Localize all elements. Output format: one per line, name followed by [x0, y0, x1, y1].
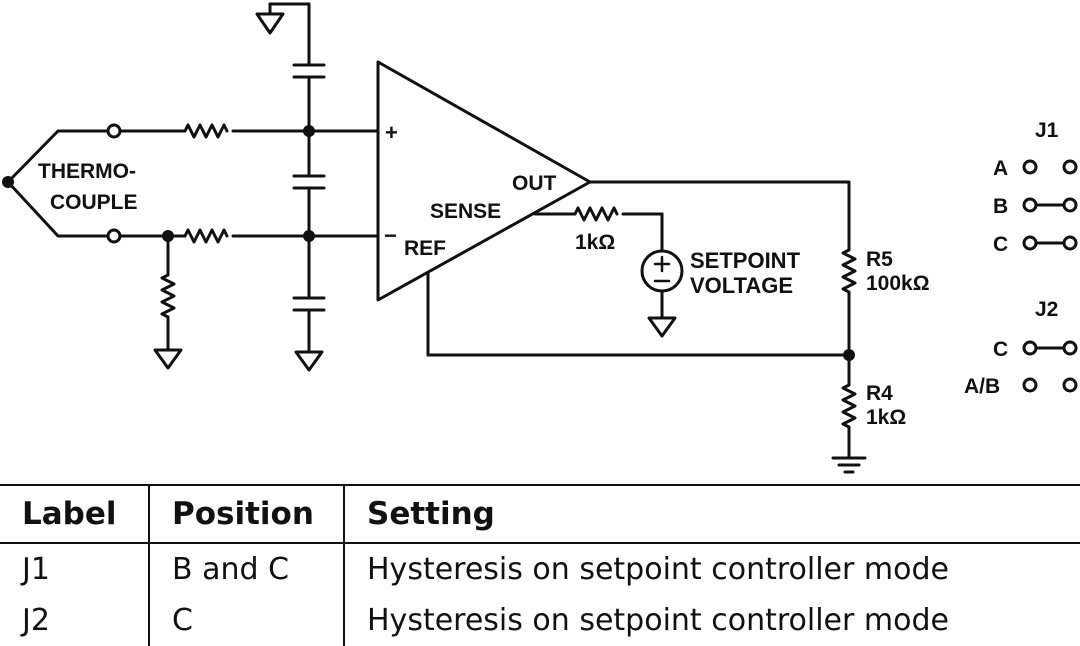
j2-ab-label: A/B	[964, 375, 1000, 398]
ground-top	[255, 12, 285, 35]
table-header-row: Label Position Setting	[0, 484, 1080, 544]
cell-setting: Hysteresis on setpoint controller mode	[343, 543, 1080, 595]
cell-setting: Hysteresis on setpoint controller mode	[343, 595, 1080, 646]
table-row: J1 B and C Hysteresis on setpoint contro…	[0, 543, 1080, 595]
sense-pin-label: SENSE	[430, 200, 501, 223]
bias-resistor	[160, 273, 176, 319]
input-terminal-top	[106, 123, 122, 139]
j1-pin	[1062, 159, 1078, 175]
cell-label: J2	[22, 603, 50, 638]
sense-resistor-value: 1kΩ	[575, 231, 615, 254]
voltage-label: VOLTAGE	[690, 273, 793, 298]
amplifier-triangle	[376, 60, 592, 302]
circuit-schematic: THERMO- COUPLE + − OUT SENSE REF 1kΩ SET…	[2, 2, 1078, 474]
j1-c-label: C	[993, 233, 1008, 256]
out-pin-label: OUT	[512, 172, 557, 195]
j1-b-label: B	[993, 195, 1008, 218]
j2-pin	[1022, 340, 1038, 356]
header-setting: Setting	[343, 484, 1080, 544]
junction-dot	[303, 125, 315, 137]
setpoint-label: SETPOINT	[690, 248, 801, 273]
table-row: J2 C Hysteresis on setpoint controller m…	[0, 595, 1080, 646]
r5-resistor	[841, 248, 857, 294]
j2-pin	[1062, 377, 1078, 393]
r4-resistor	[841, 383, 857, 429]
cell-position: C	[148, 595, 344, 646]
j1-a-label: A	[993, 157, 1008, 180]
r5-value: 100kΩ	[866, 272, 930, 295]
plus-pin-label: +	[385, 120, 398, 145]
r4-name: R4	[866, 382, 893, 405]
j1-pin	[1022, 235, 1038, 251]
ground-bias	[153, 348, 183, 370]
thermocouple-label-1: THERMO-	[38, 160, 136, 183]
cell-position: B and C	[148, 543, 344, 595]
j1-pin	[1022, 197, 1038, 213]
cell-label: J1	[22, 552, 50, 587]
sense-resistor	[573, 206, 619, 222]
thermocouple-symbol	[6, 129, 109, 238]
header-position: Position	[148, 484, 344, 544]
r4-value: 1kΩ	[866, 406, 906, 429]
j2-title: J2	[1035, 298, 1058, 321]
junction-dot	[2, 176, 14, 188]
j2-pin	[1062, 340, 1078, 356]
junction-dot	[303, 230, 315, 242]
r5-name: R5	[866, 248, 893, 271]
j1-pin	[1062, 197, 1078, 213]
ref-pin-label: REF	[404, 237, 446, 260]
jumper-settings-table: Label Position Setting J1 B and C Hyster…	[0, 484, 1080, 646]
header-label: Label	[0, 484, 149, 544]
minus-pin-label: −	[384, 223, 397, 248]
input-terminal-bottom	[106, 228, 122, 244]
j2-pin	[1022, 377, 1038, 393]
j1-title: J1	[1035, 119, 1059, 142]
ground-setpoint	[647, 316, 677, 338]
thermocouple-label-2: COUPLE	[50, 191, 138, 214]
input-resistor-bottom	[183, 228, 229, 244]
junction-dot	[162, 230, 174, 242]
j2-c-label: C	[993, 338, 1008, 361]
ground-cap	[294, 350, 324, 372]
j1-pin	[1062, 235, 1078, 251]
input-resistor-top	[183, 123, 229, 139]
junction-dot	[843, 349, 855, 361]
j1-pin	[1022, 159, 1038, 175]
